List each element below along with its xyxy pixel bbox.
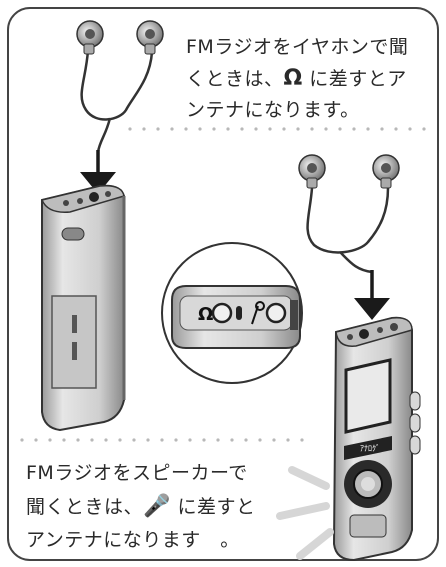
headphone-jack-icon: Ω [198, 302, 233, 325]
speaker-caption-text-b: に差すと [170, 496, 256, 518]
headphone-caption-text-b: に差すとア [302, 68, 407, 90]
recorder-right-device: ｱﾅﾛｸﾞ [332, 316, 421, 562]
speaker-caption-line-2: 聞くときは、🎤 に差すと [26, 490, 255, 524]
speaker-sound-rays [276, 466, 334, 560]
earphones-right-icon [298, 154, 400, 274]
headphone-symbol-icon: Ω [283, 66, 303, 91]
svg-text:Ω: Ω [198, 304, 213, 325]
earphones-left-icon [76, 20, 164, 153]
headphone-antenna-caption: FMラジオをイヤホンで聞 くときは、Ω に差すとア ンテナになります。 [186, 32, 408, 126]
headphone-caption-line-3: ンテナになります。 [186, 99, 360, 121]
arrow-to-headphone-jack [80, 150, 116, 194]
speaker-caption-line-3: アンテナになります 。 [26, 529, 240, 551]
speaker-caption-line-1: FMラジオをスピーカーで [26, 462, 248, 484]
headphone-caption-line-2: くときは、Ω に差すとア [186, 63, 408, 95]
bottom-dotted-separator [20, 438, 304, 442]
arrow-to-microphone-jack [354, 270, 390, 320]
top-dotted-separator [128, 127, 426, 131]
microphone-symbol-icon: 🎤 [143, 494, 171, 519]
recorder-left-device [40, 184, 126, 432]
microphone-jack-icon [251, 301, 287, 325]
speaker-caption-text-a: 聞くときは、 [26, 496, 144, 518]
jack-closeup: Ω [161, 242, 303, 384]
speaker-antenna-caption: FMラジオをスピーカーで 聞くときは、🎤 に差すと アンテナになります 。 [26, 457, 255, 557]
device-mode-label: ｱﾅﾛｸﾞ [360, 444, 380, 453]
headphone-caption-text-a: くときは、 [186, 68, 284, 90]
headphone-caption-line-1: FMラジオをイヤホンで聞 [186, 36, 409, 58]
